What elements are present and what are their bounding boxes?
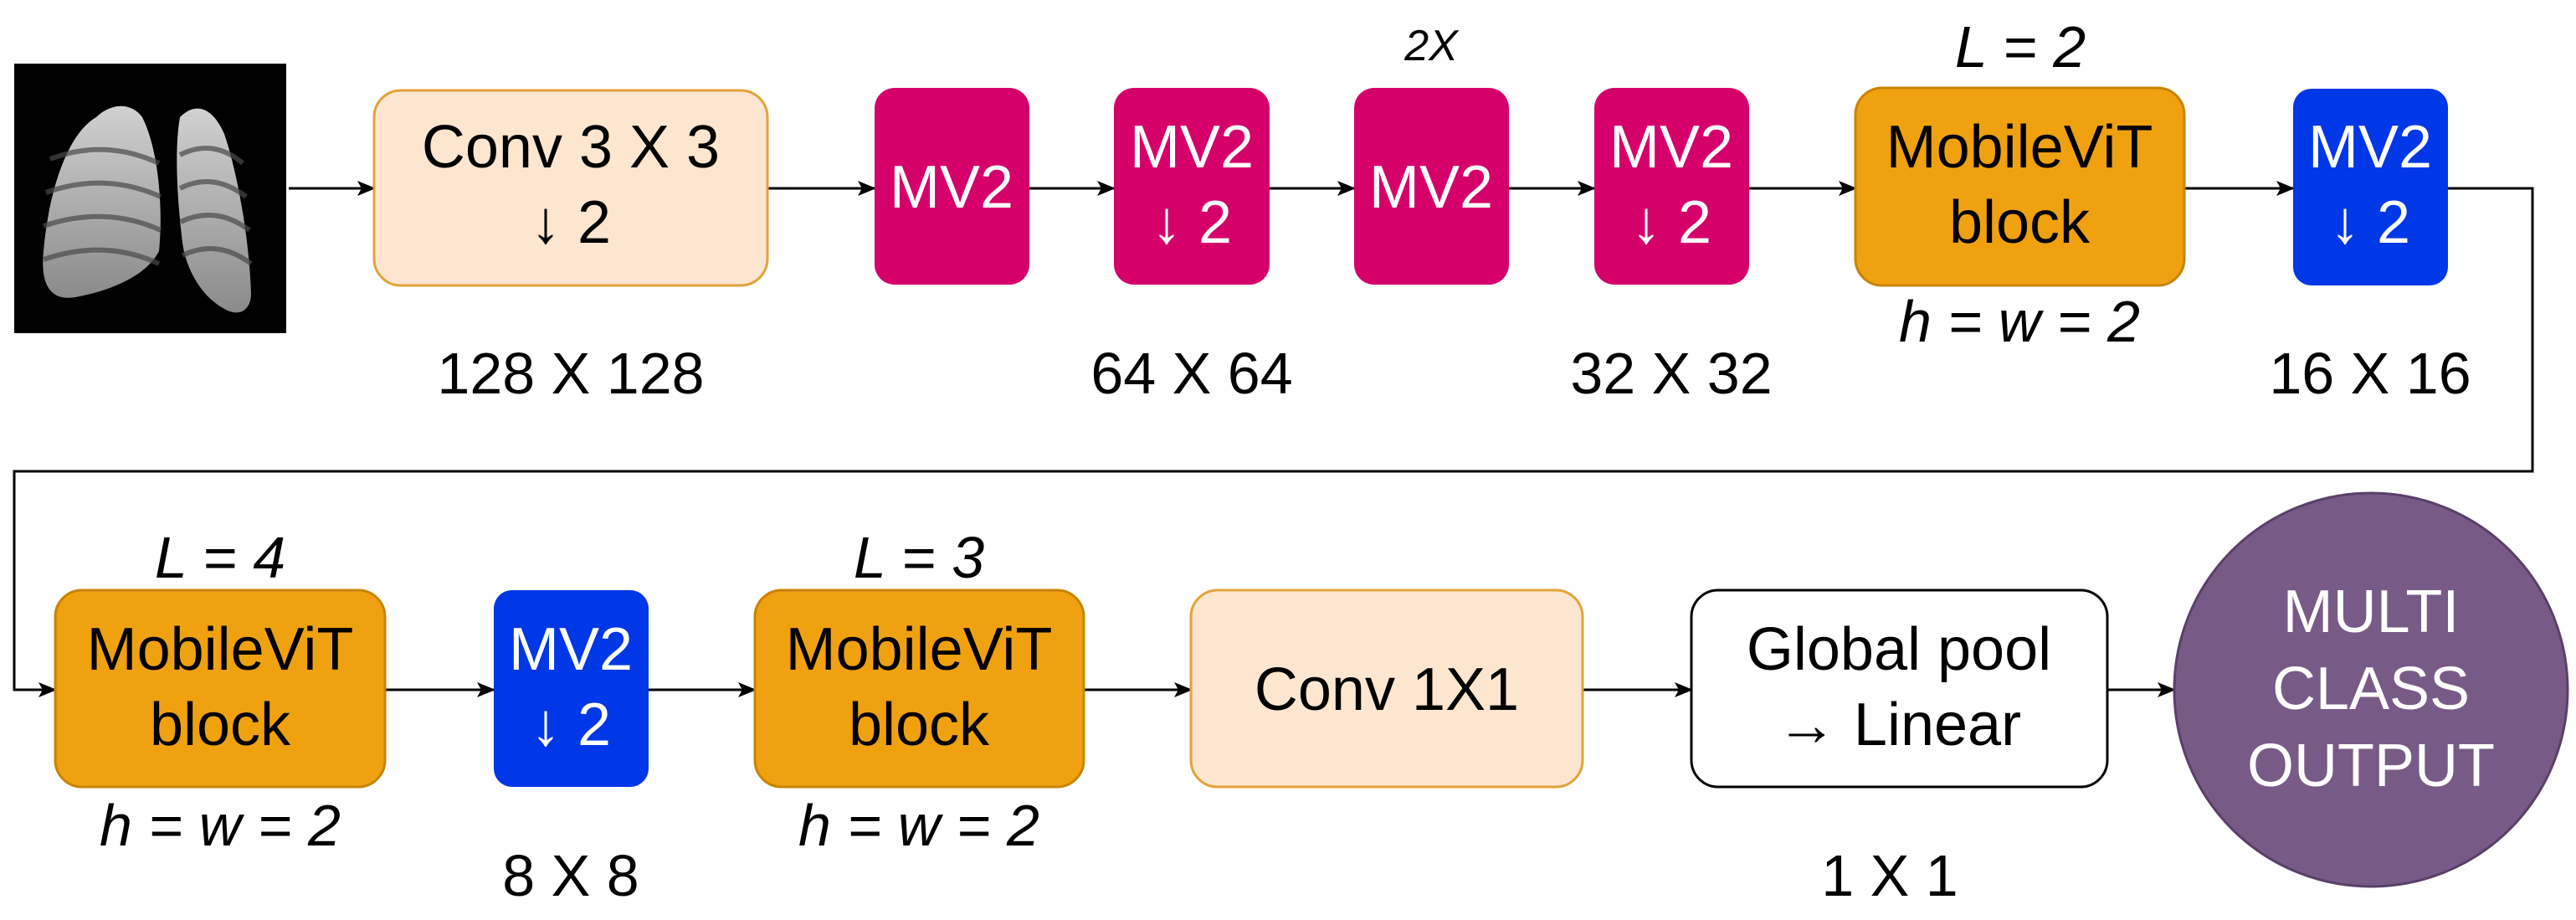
mobilevit-3-line2: block [849,691,990,758]
mobilevit-1-layers-label: L = 2 [1955,14,2086,80]
size-label-128: 128 X 128 [437,341,704,406]
mobilevit-1-patch-label: h = w = 2 [1899,289,2140,354]
mobilevit-block-3: L = 3 MobileViT block h = w = 2 [753,525,1085,858]
global-pool-line2: → Linear [1777,691,2021,758]
mv2-block-5-line2: ↓ 2 [2330,189,2410,256]
output-line1: MULTI [2283,578,2460,645]
mv2-block-2-line2: ↓ 2 [1152,189,1232,256]
mv2-block-6-downsample: MV2 ↓ 2 [494,590,649,787]
mv2-block-5-downsample: MV2 ↓ 2 [2293,89,2448,285]
mv2-block-6-line2: ↓ 2 [531,691,611,758]
connectors [13,181,2534,697]
size-label-64: 64 X 64 [1090,341,1292,406]
size-label-16: 16 X 16 [2269,341,2471,406]
mobilevit-block-1: L = 2 MobileViT block h = w = 2 [1854,14,2186,354]
mv2-block-4-line1: MV2 [1609,114,1733,181]
mv2-block-2-line1: MV2 [1130,114,1254,181]
mv2-block-1: MV2 [875,88,1029,285]
conv1x1-block: Conv 1X1 [1189,588,1584,789]
mobilevit-2-line1: MobileViT [87,616,354,683]
size-label-32: 32 X 32 [1570,341,1772,406]
mv2-block-3-label: MV2 [1369,154,1493,221]
conv3x3-line2: ↓ 2 [531,189,611,256]
global-pool-linear-block: Global pool → Linear [1690,588,2109,789]
output-line2: CLASS [2272,655,2470,722]
conv3x3-block: Conv 3 X 3 ↓ 2 [372,89,769,287]
mobilevit-3-patch-label: h = w = 2 [798,793,1039,858]
mv2-block-3-repeated: 2X MV2 [1354,22,1509,285]
output-line3: OUTPUT [2247,732,2495,799]
size-label-8: 8 X 8 [502,843,639,908]
mobilevit-2-patch-label: h = w = 2 [100,793,341,858]
multi-class-output-node: MULTI CLASS OUTPUT [2173,491,2569,888]
mobilevit-2-line2: block [150,691,291,758]
mv2-block-5-line1: MV2 [2308,114,2432,181]
mv2-block-1-label: MV2 [890,154,1013,221]
mobilevit-2-layers-label: L = 4 [155,525,285,590]
mv2-block-4-line2: ↓ 2 [1631,189,1711,256]
conv3x3-line1: Conv 3 X 3 [422,114,720,181]
mobilevit-1-line1: MobileViT [1886,114,2153,181]
mv2-block-6-line1: MV2 [509,616,633,683]
mobilevit-block-2: L = 4 MobileViT block h = w = 2 [54,525,387,858]
mv2-repeat-label: 2X [1403,22,1460,70]
chest-xray-lungs-image [14,64,286,333]
wrap-connector [13,187,2534,697]
mv2-block-2-downsample: MV2 ↓ 2 [1114,88,1270,285]
conv1x1-label: Conv 1X1 [1255,656,1519,723]
global-pool-line1: Global pool [1747,616,2051,683]
size-label-1: 1 X 1 [1821,843,1958,908]
mobilevit-1-line2: block [1949,189,2091,256]
mobilevit-3-layers-label: L = 3 [854,525,984,590]
mv2-block-4-downsample: MV2 ↓ 2 [1594,88,1749,285]
mobilevit-3-line1: MobileViT [786,616,1053,683]
